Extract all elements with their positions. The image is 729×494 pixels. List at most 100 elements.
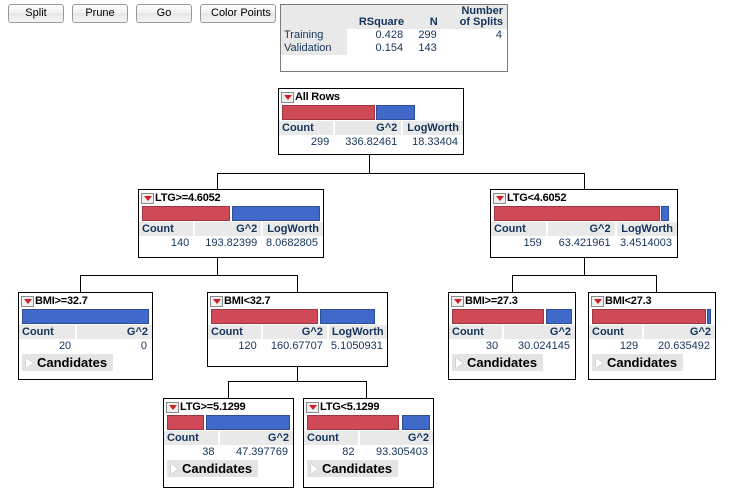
node-title: All Rows xyxy=(279,89,463,104)
red-triangle-menu-icon[interactable] xyxy=(210,295,223,307)
candidates-disclosure[interactable]: Candidates xyxy=(452,354,544,371)
connector xyxy=(80,275,81,292)
node-response-bar xyxy=(592,309,712,324)
node-stats-table: Count G^2 30 30.024145 xyxy=(449,325,575,353)
bar-segment-red xyxy=(142,206,231,221)
disclosure-triangle-icon[interactable] xyxy=(311,463,318,474)
disclosure-triangle-icon[interactable] xyxy=(26,357,33,368)
node-response-bar xyxy=(167,415,290,430)
node-title: LTG>=5.1299 xyxy=(164,399,293,414)
candidates-disclosure[interactable]: Candidates xyxy=(307,460,399,477)
tree-node-bmi-lt-32.7[interactable]: BMI<32.7 Count G^2 LogWorth 120 160.6770… xyxy=(207,292,388,367)
red-triangle-menu-icon[interactable] xyxy=(451,295,464,307)
node-stats-table: Count G^2 LogWorth 299 336.82461 18.3340… xyxy=(279,121,463,149)
tree-node-bmi-ge-27.3[interactable]: BMI>=27.3 Count G^2 30 30.024145 Candida… xyxy=(448,292,576,380)
node-stats-header-g2: G^2 xyxy=(359,431,433,445)
summary-row-validation: Validation 0.154 143 xyxy=(281,42,507,55)
node-stat-count: 299 xyxy=(279,135,335,149)
tree-node-ltg-lt-5.1299[interactable]: LTG<5.1299 Count G^2 82 93.305403 Candid… xyxy=(303,398,434,488)
node-stats-header-count: Count xyxy=(589,325,645,339)
node-stats-header-g2: G^2 xyxy=(546,222,617,236)
candidates-label: Candidates xyxy=(182,460,253,476)
node-response-bar xyxy=(452,309,572,324)
prune-button[interactable]: Prune xyxy=(72,4,128,23)
node-stat-count: 140 xyxy=(139,236,195,250)
connector xyxy=(217,173,218,189)
node-stats-header-count: Count xyxy=(279,121,336,135)
node-stat-count: 82 xyxy=(304,445,360,459)
summary-cell-splits xyxy=(441,42,507,55)
node-stats-header-count: Count xyxy=(19,325,78,339)
node-stats-header-g2: G^2 xyxy=(261,325,329,339)
disclosure-triangle-icon[interactable] xyxy=(596,357,603,368)
node-stat-g2: 336.82461 xyxy=(334,135,403,149)
candidates-disclosure[interactable]: Candidates xyxy=(592,354,684,371)
node-stats-table: Count G^2 LogWorth 140 193.82399 8.06828… xyxy=(139,222,323,250)
node-stats-header-row: Count G^2 LogWorth xyxy=(139,222,323,236)
node-stat-count: 38 xyxy=(164,445,220,459)
node-stat-g2: 160.67707 xyxy=(261,339,328,353)
node-stats-header-count: Count xyxy=(164,431,221,445)
tree-node-all-rows[interactable]: All Rows Count G^2 LogWorth 299 336.8246… xyxy=(278,88,464,155)
summary-cell-rsquare: 0.428 xyxy=(346,29,409,42)
tree-node-ltg-lt-4.6052[interactable]: LTG<4.6052 Count G^2 LogWorth 159 63.421… xyxy=(490,189,678,258)
summary-row-training: Training 0.428 299 4 xyxy=(281,29,507,42)
red-triangle-menu-icon[interactable] xyxy=(591,295,604,307)
node-stat-count: 120 xyxy=(208,339,262,353)
node-stat-logworth: 8.0682805 xyxy=(262,236,323,250)
candidates-disclosure[interactable]: Candidates xyxy=(167,460,259,477)
bar-segment-red xyxy=(592,309,706,324)
bar-segment-blue xyxy=(206,415,290,430)
tree-node-bmi-ge-32.7[interactable]: BMI>=32.7 Count G^2 20 0 Candidates xyxy=(18,292,153,380)
tree-node-bmi-lt-27.3[interactable]: BMI<27.3 Count G^2 129 20.635492 Candida… xyxy=(588,292,716,380)
summary-header-splits-line1: Number xyxy=(461,5,503,17)
red-triangle-menu-icon[interactable] xyxy=(281,91,294,103)
summary-cell-splits: 4 xyxy=(441,29,507,42)
connector xyxy=(217,258,218,275)
node-stats-header-g2: G^2 xyxy=(503,325,575,339)
node-label: All Rows xyxy=(295,91,340,103)
red-triangle-menu-icon[interactable] xyxy=(21,295,34,307)
summary-header-splits-line2: of Splits xyxy=(459,16,503,28)
node-response-bar xyxy=(307,415,430,430)
model-summary-table: RSquare N Number of Splits Training 0.42… xyxy=(280,4,508,72)
disclosure-triangle-icon[interactable] xyxy=(456,357,463,368)
tree-node-ltg-ge-5.1299[interactable]: LTG>=5.1299 Count G^2 38 47.397769 Candi… xyxy=(163,398,294,488)
bar-segment-blue xyxy=(401,415,430,430)
node-stats-header-g2: G^2 xyxy=(76,325,152,339)
node-response-bar xyxy=(494,206,674,221)
disclosure-triangle-icon[interactable] xyxy=(171,463,178,474)
node-stats-header-logworth: LogWorth xyxy=(402,121,463,135)
node-stats-header-count: Count xyxy=(449,325,505,339)
node-stats-header-row: Count G^2 LogWorth xyxy=(208,325,387,339)
summary-row-label: Validation xyxy=(281,42,347,55)
node-stats-header-count: Count xyxy=(491,222,548,236)
node-stat-g2: 0 xyxy=(76,339,152,353)
candidates-label: Candidates xyxy=(607,354,678,370)
go-button[interactable]: Go xyxy=(136,4,192,23)
red-triangle-menu-icon[interactable] xyxy=(493,192,506,204)
red-triangle-menu-icon[interactable] xyxy=(141,192,154,204)
summary-header-row: RSquare N Number of Splits xyxy=(281,5,507,29)
color-points-button[interactable]: Color Points xyxy=(200,4,276,23)
split-button[interactable]: Split xyxy=(8,4,64,23)
node-stats-value-row: 299 336.82461 18.33404 xyxy=(279,135,463,149)
node-title: BMI<32.7 xyxy=(208,293,387,308)
node-stats-header-row: Count G^2 xyxy=(304,431,433,445)
node-stats-header-g2: G^2 xyxy=(194,222,264,236)
connector xyxy=(369,155,370,173)
node-stat-g2: 63.421961 xyxy=(546,236,616,250)
node-stat-g2: 93.305403 xyxy=(359,445,433,459)
node-label: LTG<4.6052 xyxy=(507,192,567,204)
node-response-bar xyxy=(142,206,320,221)
toolbar: Split Prune Go Color Points xyxy=(0,0,276,28)
candidates-disclosure[interactable]: Candidates xyxy=(22,354,114,371)
tree-node-ltg-ge-4.6052[interactable]: LTG>=4.6052 Count G^2 LogWorth 140 193.8… xyxy=(138,189,324,258)
node-stat-logworth: 5.1050931 xyxy=(327,339,387,353)
bar-segment-blue xyxy=(661,206,669,221)
summary-header-blank xyxy=(281,5,347,29)
red-triangle-menu-icon[interactable] xyxy=(306,401,319,413)
node-stats-header-row: Count G^2 xyxy=(449,325,575,339)
red-triangle-menu-icon[interactable] xyxy=(166,401,179,413)
